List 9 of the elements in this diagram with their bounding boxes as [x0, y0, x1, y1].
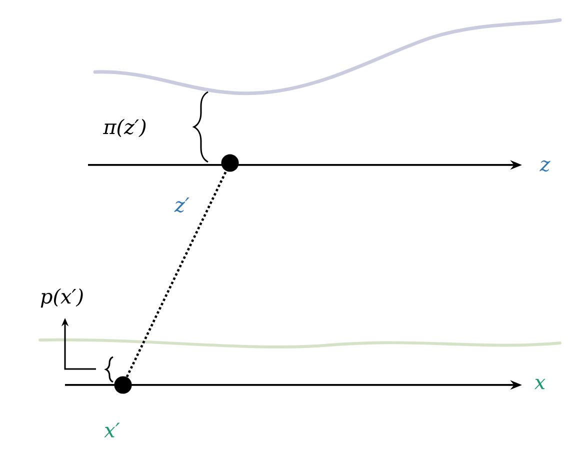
axis-label: z — [540, 160, 550, 172]
axis-label: x — [534, 378, 546, 390]
point-label: x′ — [104, 422, 120, 438]
point-label: z′ — [174, 197, 190, 213]
brace-label: π(z′) — [103, 118, 146, 138]
point-marker — [221, 154, 239, 172]
point-marker — [114, 376, 132, 394]
brace-label: p(x′) — [40, 288, 83, 308]
dotted-line — [126, 170, 228, 378]
